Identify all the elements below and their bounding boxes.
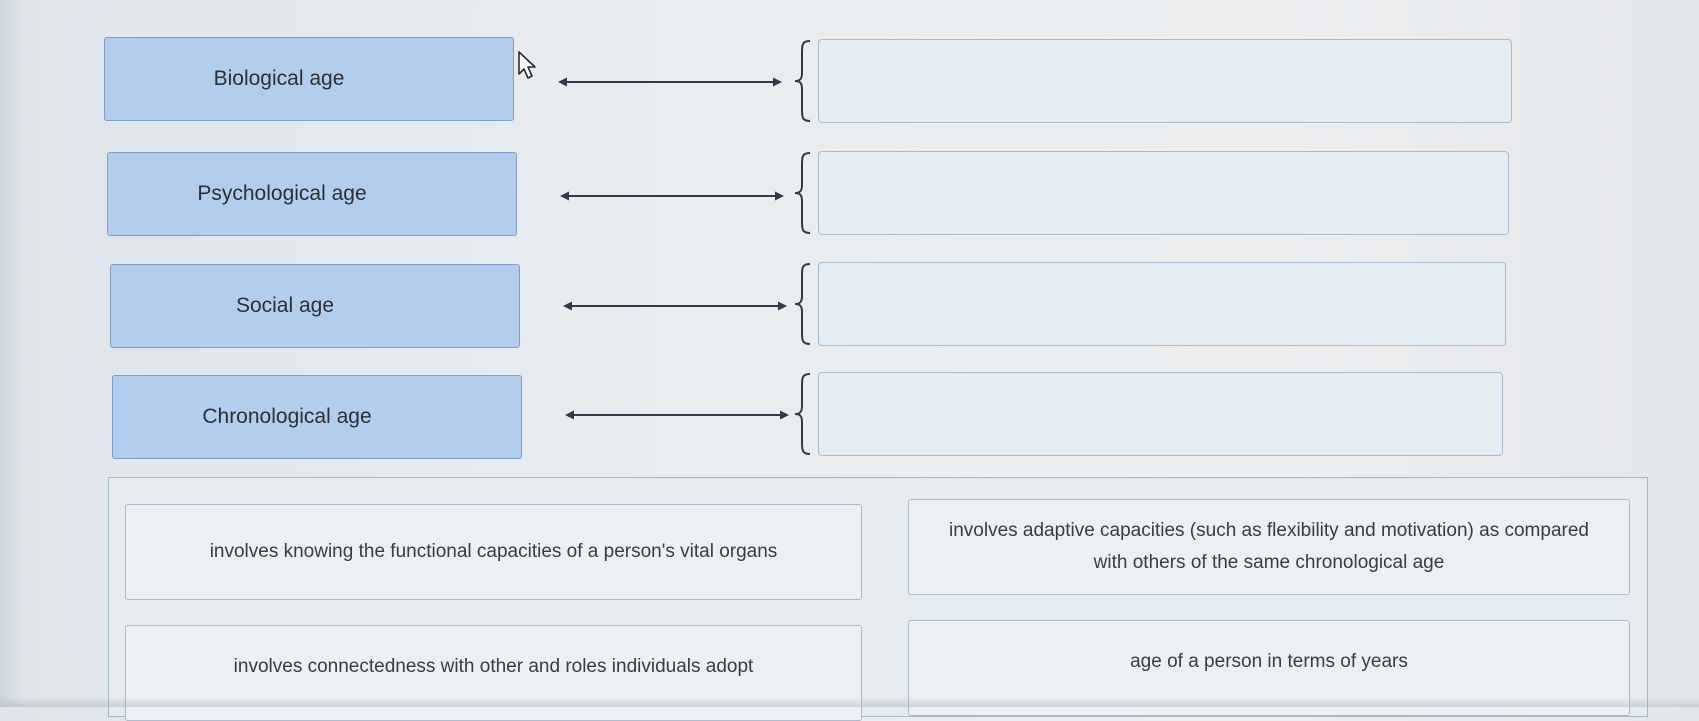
drop-target-4[interactable] xyxy=(818,372,1503,456)
definition-card-adaptive-capacities[interactable]: involves adaptive capacities (such as fl… xyxy=(908,499,1630,595)
definition-text: involves knowing the functional capaciti… xyxy=(209,541,778,562)
term-label: Social age xyxy=(235,294,335,317)
double-arrow-icon xyxy=(560,191,784,201)
definition-text: involves connectedness with other and ro… xyxy=(233,656,754,677)
left-brace-icon xyxy=(794,373,811,455)
drop-target-2[interactable] xyxy=(818,151,1509,235)
double-arrow-icon xyxy=(563,301,787,311)
page-edge xyxy=(0,0,22,707)
bottom-edge xyxy=(0,697,1699,707)
term-psychological-age[interactable]: Psychological age xyxy=(107,152,517,236)
term-label: Chronological age xyxy=(202,405,372,428)
left-brace-icon xyxy=(794,152,811,234)
double-arrow-icon xyxy=(558,77,782,87)
mouse-pointer-icon xyxy=(518,51,536,79)
left-brace-icon xyxy=(794,263,811,345)
term-label: Psychological age xyxy=(197,182,367,205)
term-biological-age[interactable]: Biological age xyxy=(104,37,514,121)
term-label: Biological age xyxy=(213,67,345,90)
definition-card-vital-organs[interactable]: involves knowing the functional capaciti… xyxy=(125,504,862,600)
double-arrow-icon xyxy=(565,410,789,420)
definition-text: involves adaptive capacities (such as fl… xyxy=(949,520,1589,573)
definition-text: age of a person in terms of years xyxy=(1130,651,1408,672)
drop-target-1[interactable] xyxy=(818,39,1512,123)
term-chronological-age[interactable]: Chronological age xyxy=(112,375,522,459)
left-brace-icon xyxy=(794,40,811,122)
drop-target-3[interactable] xyxy=(818,262,1506,346)
term-social-age[interactable]: Social age xyxy=(110,264,520,348)
